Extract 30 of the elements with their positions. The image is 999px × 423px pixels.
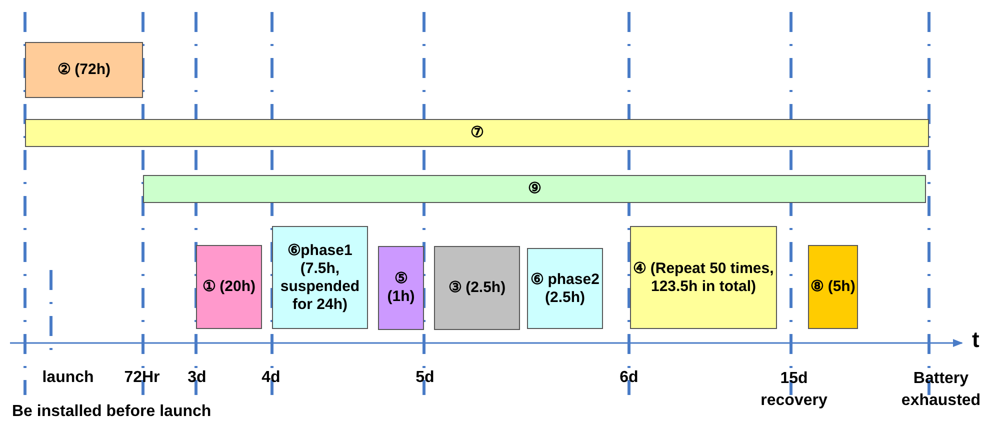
task-box (630, 226, 777, 329)
task-bar (25, 119, 929, 147)
task-box (196, 245, 262, 329)
task-label: ⑧ (5h) (810, 278, 856, 296)
task-label: ⑥phase1 (7.5h, suspended for 24h) (279, 242, 361, 314)
time-label: 3d (186, 368, 208, 388)
time-label: Battery exhausted (900, 369, 982, 411)
task-label: ⑥ phase2 (2.5h) (530, 270, 600, 306)
task-label: ③ (2.5h) (448, 279, 506, 297)
time-label: 5d (414, 368, 436, 388)
task-label: ② (72h) (57, 61, 110, 79)
task-bar (143, 175, 926, 203)
task-box (25, 42, 143, 98)
time-label: 4d (260, 368, 282, 388)
note-text: Be installed before launch (12, 402, 212, 422)
axis-label: t (972, 330, 980, 350)
task-box (378, 246, 424, 330)
time-label: 15d recovery (760, 369, 828, 411)
task-box (272, 226, 368, 329)
task-box (808, 245, 858, 329)
task-label: ① (20h) (202, 278, 256, 296)
task-label: ⑨ (528, 180, 541, 198)
time-label: 6d (618, 368, 640, 388)
time-label: launch (41, 368, 95, 388)
task-box (434, 246, 520, 330)
task-label: ④ (Repeat 50 times, 123.5h in total) (632, 260, 775, 296)
task-label: ⑦ (470, 124, 484, 142)
task-box (527, 248, 603, 329)
task-label: ⑤ (1h) (386, 270, 416, 306)
time-label: 72Hr (123, 368, 161, 388)
